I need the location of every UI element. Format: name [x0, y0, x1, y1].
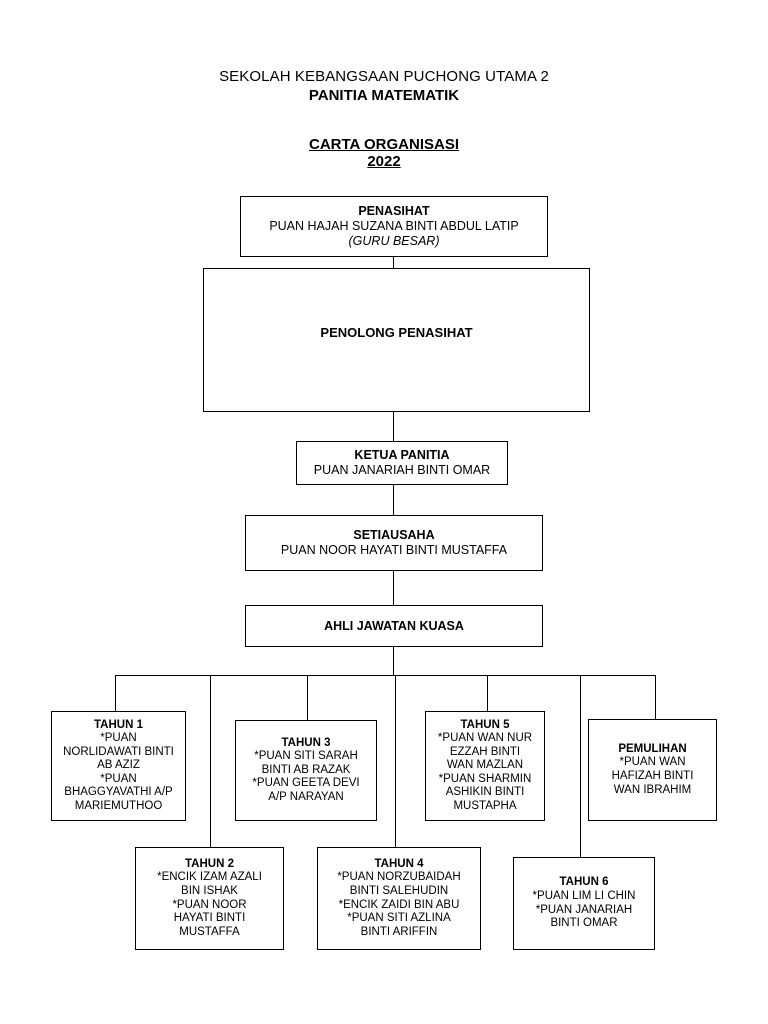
member-line: *PUAN NORZUBAIDAH: [337, 871, 461, 884]
member-line: *PUAN SITI AZLINA: [347, 912, 451, 925]
node-pemulihan-members: *PUAN WAN HAFIZAH BINTI WAN IBRAHIM: [612, 756, 694, 797]
node-ahli-jawatan-kuasa-title: AHLI JAWATAN KUASA: [324, 618, 464, 633]
member-line: AB AZIZ: [97, 759, 140, 772]
chart-year: 2022: [0, 153, 768, 170]
connector-drop-tahun-3: [307, 675, 308, 720]
node-penolong-penasihat-title: PENOLONG PENASIHAT: [320, 325, 473, 340]
node-penasihat-line3: (GURU BESAR): [348, 233, 440, 248]
connector-drop-pemulihan: [655, 675, 656, 719]
member-line: HAFIZAH BINTI: [611, 770, 694, 782]
connector-drop-tahun-6: [580, 675, 581, 857]
node-ketua-panitia-line2: PUAN JANARIAH BINTI OMAR: [313, 463, 491, 477]
node-tahun-6-members: *PUAN LIM LI CHIN *PUAN JANARIAH BINTI O…: [533, 890, 636, 931]
node-tahun-3-members: *PUAN SITI SARAH BINTI AB RAZAK *PUAN GE…: [252, 750, 359, 804]
node-penolong-penasihat[interactable]: PENOLONG PENASIHAT: [203, 268, 590, 412]
node-tahun-4-members: *PUAN NORZUBAIDAH BINTI SALEHUDIN *ENCIK…: [337, 871, 460, 939]
member-line: MUSTAFFA: [179, 925, 240, 938]
member-line: MARIEMUTHOO: [74, 799, 163, 812]
member-line: WAN MAZLAN: [446, 759, 524, 772]
connector-bus: [115, 675, 656, 676]
node-ketua-panitia[interactable]: KETUA PANITIA PUAN JANARIAH BINTI OMAR: [296, 441, 508, 485]
member-line: BINTI ARIFFIN: [360, 925, 438, 938]
node-pemulihan[interactable]: PEMULIHAN *PUAN WAN HAFIZAH BINTI WAN IB…: [588, 719, 717, 821]
node-tahun-3[interactable]: TAHUN 3 *PUAN SITI SARAH BINTI AB RAZAK …: [235, 720, 377, 821]
member-line: *PUAN WAN NUR: [437, 732, 533, 745]
connector-penasihat-penolong: [393, 257, 394, 269]
node-ahli-jawatan-kuasa[interactable]: AHLI JAWATAN KUASA: [245, 605, 543, 647]
member-line: *ENCIK ZAIDI BIN ABU: [338, 898, 460, 911]
node-ketua-panitia-title: KETUA PANITIA: [354, 448, 450, 463]
member-line: *PUAN GEETA DEVI: [252, 777, 360, 790]
node-pemulihan-title: PEMULIHAN: [618, 742, 687, 755]
member-line: BINTI SALEHUDIN: [349, 884, 449, 897]
member-line: ASHIKIN BINTI: [445, 786, 525, 799]
connector-setiausaha-ajk: [393, 571, 394, 605]
node-tahun-1-members: *PUAN NORLIDAWATI BINTI AB AZIZ *PUAN BH…: [63, 732, 174, 813]
member-line: *PUAN SHARMIN: [438, 772, 532, 785]
member-line: HAYATI BINTI: [173, 912, 246, 925]
node-penasihat[interactable]: PENASIHAT PUAN HAJAH SUZANA BINTI ABDUL …: [240, 196, 548, 257]
node-tahun-1[interactable]: TAHUN 1 *PUAN NORLIDAWATI BINTI AB AZIZ …: [51, 711, 186, 821]
member-line: BIN ISHAK: [181, 884, 238, 897]
member-line: *PUAN: [100, 772, 137, 785]
node-tahun-3-title: TAHUN 3: [281, 736, 331, 749]
member-line: *PUAN SITI SARAH: [254, 750, 358, 763]
member-line: WAN IBRAHIM: [613, 783, 692, 796]
node-penasihat-title: PENASIHAT: [358, 204, 430, 219]
connector-ajk-bus: [393, 647, 394, 676]
member-line: *PUAN: [100, 732, 137, 745]
node-tahun-5-members: *PUAN WAN NUR EZZAH BINTI WAN MAZLAN *PU…: [438, 732, 532, 813]
node-tahun-4-title: TAHUN 4: [374, 857, 424, 870]
member-line: MUSTAPHA: [453, 799, 517, 812]
node-setiausaha-title: SETIAUSAHA: [353, 528, 435, 543]
member-line: BINTI OMAR: [550, 917, 618, 930]
node-tahun-5[interactable]: TAHUN 5 *PUAN WAN NUR EZZAH BINTI WAN MA…: [425, 711, 545, 821]
connector-drop-tahun-2: [210, 675, 211, 847]
member-line: *PUAN JANARIAH: [535, 903, 633, 916]
node-setiausaha[interactable]: SETIAUSAHA PUAN NOOR HAYATI BINTI MUSTAF…: [245, 515, 543, 571]
chart-title-text: CARTA ORGANISASI: [309, 136, 459, 153]
connector-drop-tahun-5: [487, 675, 488, 711]
member-line: A/P NARAYAN: [268, 790, 344, 803]
member-line: BINTI AB RAZAK: [261, 763, 351, 776]
node-tahun-2-title: TAHUN 2: [185, 857, 234, 870]
chart-year-text: 2022: [367, 153, 401, 170]
node-tahun-1-title: TAHUN 1: [94, 718, 143, 731]
node-penasihat-line2: PUAN HAJAH SUZANA BINTI ABDUL LATIP: [269, 219, 519, 234]
school-name: SEKOLAH KEBANGSAAN PUCHONG UTAMA 2: [219, 68, 549, 85]
member-line: *PUAN NOOR: [172, 898, 247, 911]
connector-drop-tahun-4: [395, 675, 396, 847]
connector-drop-tahun-1: [115, 675, 116, 711]
member-line: *ENCIK IZAM AZALI: [157, 871, 262, 884]
member-line: NORLIDAWATI BINTI: [63, 745, 174, 758]
node-tahun-6-title: TAHUN 6: [559, 876, 609, 889]
node-tahun-2[interactable]: TAHUN 2 *ENCIK IZAM AZALI BIN ISHAK *PUA…: [135, 847, 284, 950]
member-line: *PUAN LIM LI CHIN: [532, 889, 636, 902]
member-line: EZZAH BINTI: [449, 745, 521, 758]
node-setiausaha-line2: PUAN NOOR HAYATI BINTI MUSTAFFA: [280, 543, 508, 557]
chart-title: CARTA ORGANISASI: [0, 136, 768, 153]
panitia-name: PANITIA MATEMATIK: [308, 87, 460, 104]
connector-penolong-ketua: [393, 412, 394, 441]
node-tahun-5-title: TAHUN 5: [460, 718, 510, 731]
node-tahun-2-members: *ENCIK IZAM AZALI BIN ISHAK *PUAN NOOR H…: [157, 871, 262, 939]
member-line: *PUAN WAN: [619, 756, 686, 769]
node-tahun-4[interactable]: TAHUN 4 *PUAN NORZUBAIDAH BINTI SALEHUDI…: [317, 847, 481, 950]
member-line: BHAGGYAVATHI A/P: [64, 786, 173, 799]
node-tahun-6[interactable]: TAHUN 6 *PUAN LIM LI CHIN *PUAN JANARIAH…: [513, 857, 655, 950]
connector-ketua-setiausaha: [393, 485, 394, 515]
